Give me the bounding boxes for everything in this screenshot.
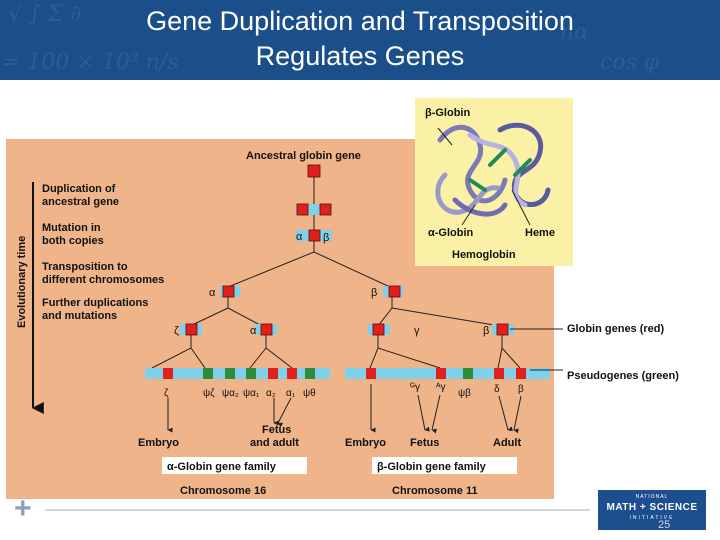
chromosome-16-bar	[145, 368, 330, 379]
pseudogene-psi-alpha-1	[246, 368, 256, 379]
alpha-family-box	[162, 457, 307, 474]
gene-alpha-1	[287, 368, 297, 379]
fetus-adult-label-line-2: and adult	[250, 437, 299, 449]
step-mutation-line-2: both copies	[42, 235, 104, 247]
gene-label-psi-beta: ψβ	[458, 388, 471, 399]
gene-label-zeta: ζ	[164, 388, 169, 399]
alpha-gene-precursor	[308, 229, 321, 242]
title-line-1: Gene Duplication and Transposition	[146, 6, 574, 36]
step-labels: Duplication of ancestral gene Mutation i…	[42, 183, 164, 322]
beta-family-box	[372, 457, 517, 474]
embryo-label-chr11: Embryo	[345, 437, 386, 449]
header-decoration: cos φ	[600, 50, 660, 75]
gamma-symbol: γ	[414, 325, 420, 337]
alpha-symbol: α	[209, 287, 216, 299]
chromosome-11-bar	[345, 368, 550, 379]
logo-line-2: MATH + SCIENCE	[606, 502, 698, 513]
heme-label: Heme	[525, 227, 555, 239]
gene-label-psi-alpha-1: ψα₁	[243, 388, 260, 399]
chromosome-segment	[296, 204, 332, 215]
header-decoration: = 100 × 10³ n/s	[2, 50, 179, 75]
gene-label-alpha-1: α₁	[286, 388, 296, 399]
logo-line-1: NATIONAL	[635, 494, 669, 500]
slide-title: Gene Duplication and Transposition Regul…	[60, 4, 660, 74]
pseudogene-psi-zeta	[203, 368, 213, 379]
alpha-gene	[222, 285, 235, 298]
pseudogene-psi-alpha-2	[225, 368, 235, 379]
gene-a-gamma	[436, 368, 446, 379]
duplicate-gene-2	[319, 203, 332, 216]
step-mutation-line-1: Mutation in	[42, 222, 101, 234]
footer-divider	[45, 509, 590, 511]
gene-label-delta: δ	[494, 384, 500, 395]
pseudogene-psi-theta	[305, 368, 315, 379]
page-number: 25	[658, 519, 671, 531]
gene-label-g-gamma: ᴳγ	[410, 382, 420, 393]
evolutionary-time-label: Evolutionary time	[16, 236, 28, 328]
beta-symbol: β	[323, 232, 329, 244]
gene-label-psi-zeta: ψζ	[203, 388, 215, 399]
embryo-label-chr16: Embryo	[138, 437, 179, 449]
zeta-symbol: ζ	[174, 325, 179, 337]
pseudogene-psi-beta	[463, 368, 473, 379]
fetus-adult-label-line-1: Fetus	[262, 424, 291, 436]
alpha-symbol: α	[296, 231, 303, 243]
step-transposition-line-2: different chromosomes	[42, 274, 164, 286]
gene-label-psi-alpha-2: ψα₂	[222, 388, 239, 399]
step-duplication-line-1: Duplication of	[42, 183, 116, 195]
hemoglobin-structure-icon	[435, 122, 551, 217]
step-transposition-line-1: Transposition to	[42, 261, 128, 273]
gene-label-a-gamma: ᴬγ	[435, 382, 446, 393]
ancestral-gene-label: Ancestral globin gene	[246, 150, 361, 162]
beta-globin-label: β-Globin	[425, 107, 470, 119]
gene-label-psi-theta: ψθ	[303, 388, 316, 399]
beta-family-label: β-Globin gene family	[377, 461, 487, 473]
legend-pseudogenes: Pseudogenes (green)	[567, 370, 679, 382]
logo-line-3: INITIATIVE	[629, 515, 675, 521]
plus-icon: +	[14, 492, 32, 525]
gene-beta	[516, 368, 526, 379]
zeta-gene	[185, 323, 198, 336]
alpha-symbol: α	[250, 325, 257, 337]
beta-gene	[388, 285, 401, 298]
gene-label-alpha-2: α₂	[266, 388, 276, 399]
gene-alpha-2	[268, 368, 278, 379]
gene-zeta	[163, 368, 173, 379]
alpha-globin-label: α-Globin	[428, 227, 474, 239]
chromosome-11-label: Chromosome 11	[392, 485, 478, 497]
hemoglobin-panel: β-Globin α-Globin Heme Hemoglobin	[415, 98, 573, 266]
gene-g-gamma	[366, 368, 376, 379]
alpha-family-label: α-Globin gene family	[167, 461, 277, 473]
alpha-gene	[260, 323, 273, 336]
step-further-line-1: Further duplications	[42, 297, 148, 309]
legend-globin-genes: Globin genes (red)	[567, 323, 665, 335]
chromosome-16-label: Chromosome 16	[180, 485, 266, 497]
step-further-line-2: and mutations	[42, 310, 117, 322]
beta-symbol: β	[483, 325, 489, 337]
gamma-gene	[372, 323, 385, 336]
beta-symbol: β	[371, 287, 377, 299]
adult-label: Adult	[493, 437, 521, 449]
gene-delta	[494, 368, 504, 379]
gene-label-beta: β	[518, 384, 524, 395]
nms-logo: NATIONAL MATH + SCIENCE INITIATIVE	[598, 490, 706, 530]
step-duplication-line-2: ancestral gene	[42, 196, 119, 208]
header-decoration: nα	[560, 20, 590, 45]
hemoglobin-label: Hemoglobin	[452, 249, 516, 261]
fetus-label: Fetus	[410, 437, 439, 449]
duplicate-gene-1	[296, 203, 309, 216]
slide-header: √ ∫ Σ ∂ = 100 × 10³ n/s nα cos φ Gene Du…	[0, 0, 720, 80]
header-decoration: √ ∫ Σ ∂	[8, 2, 82, 27]
title-line-2: Regulates Genes	[255, 41, 465, 71]
beta-gene	[496, 323, 509, 336]
ancestral-gene	[307, 164, 321, 178]
